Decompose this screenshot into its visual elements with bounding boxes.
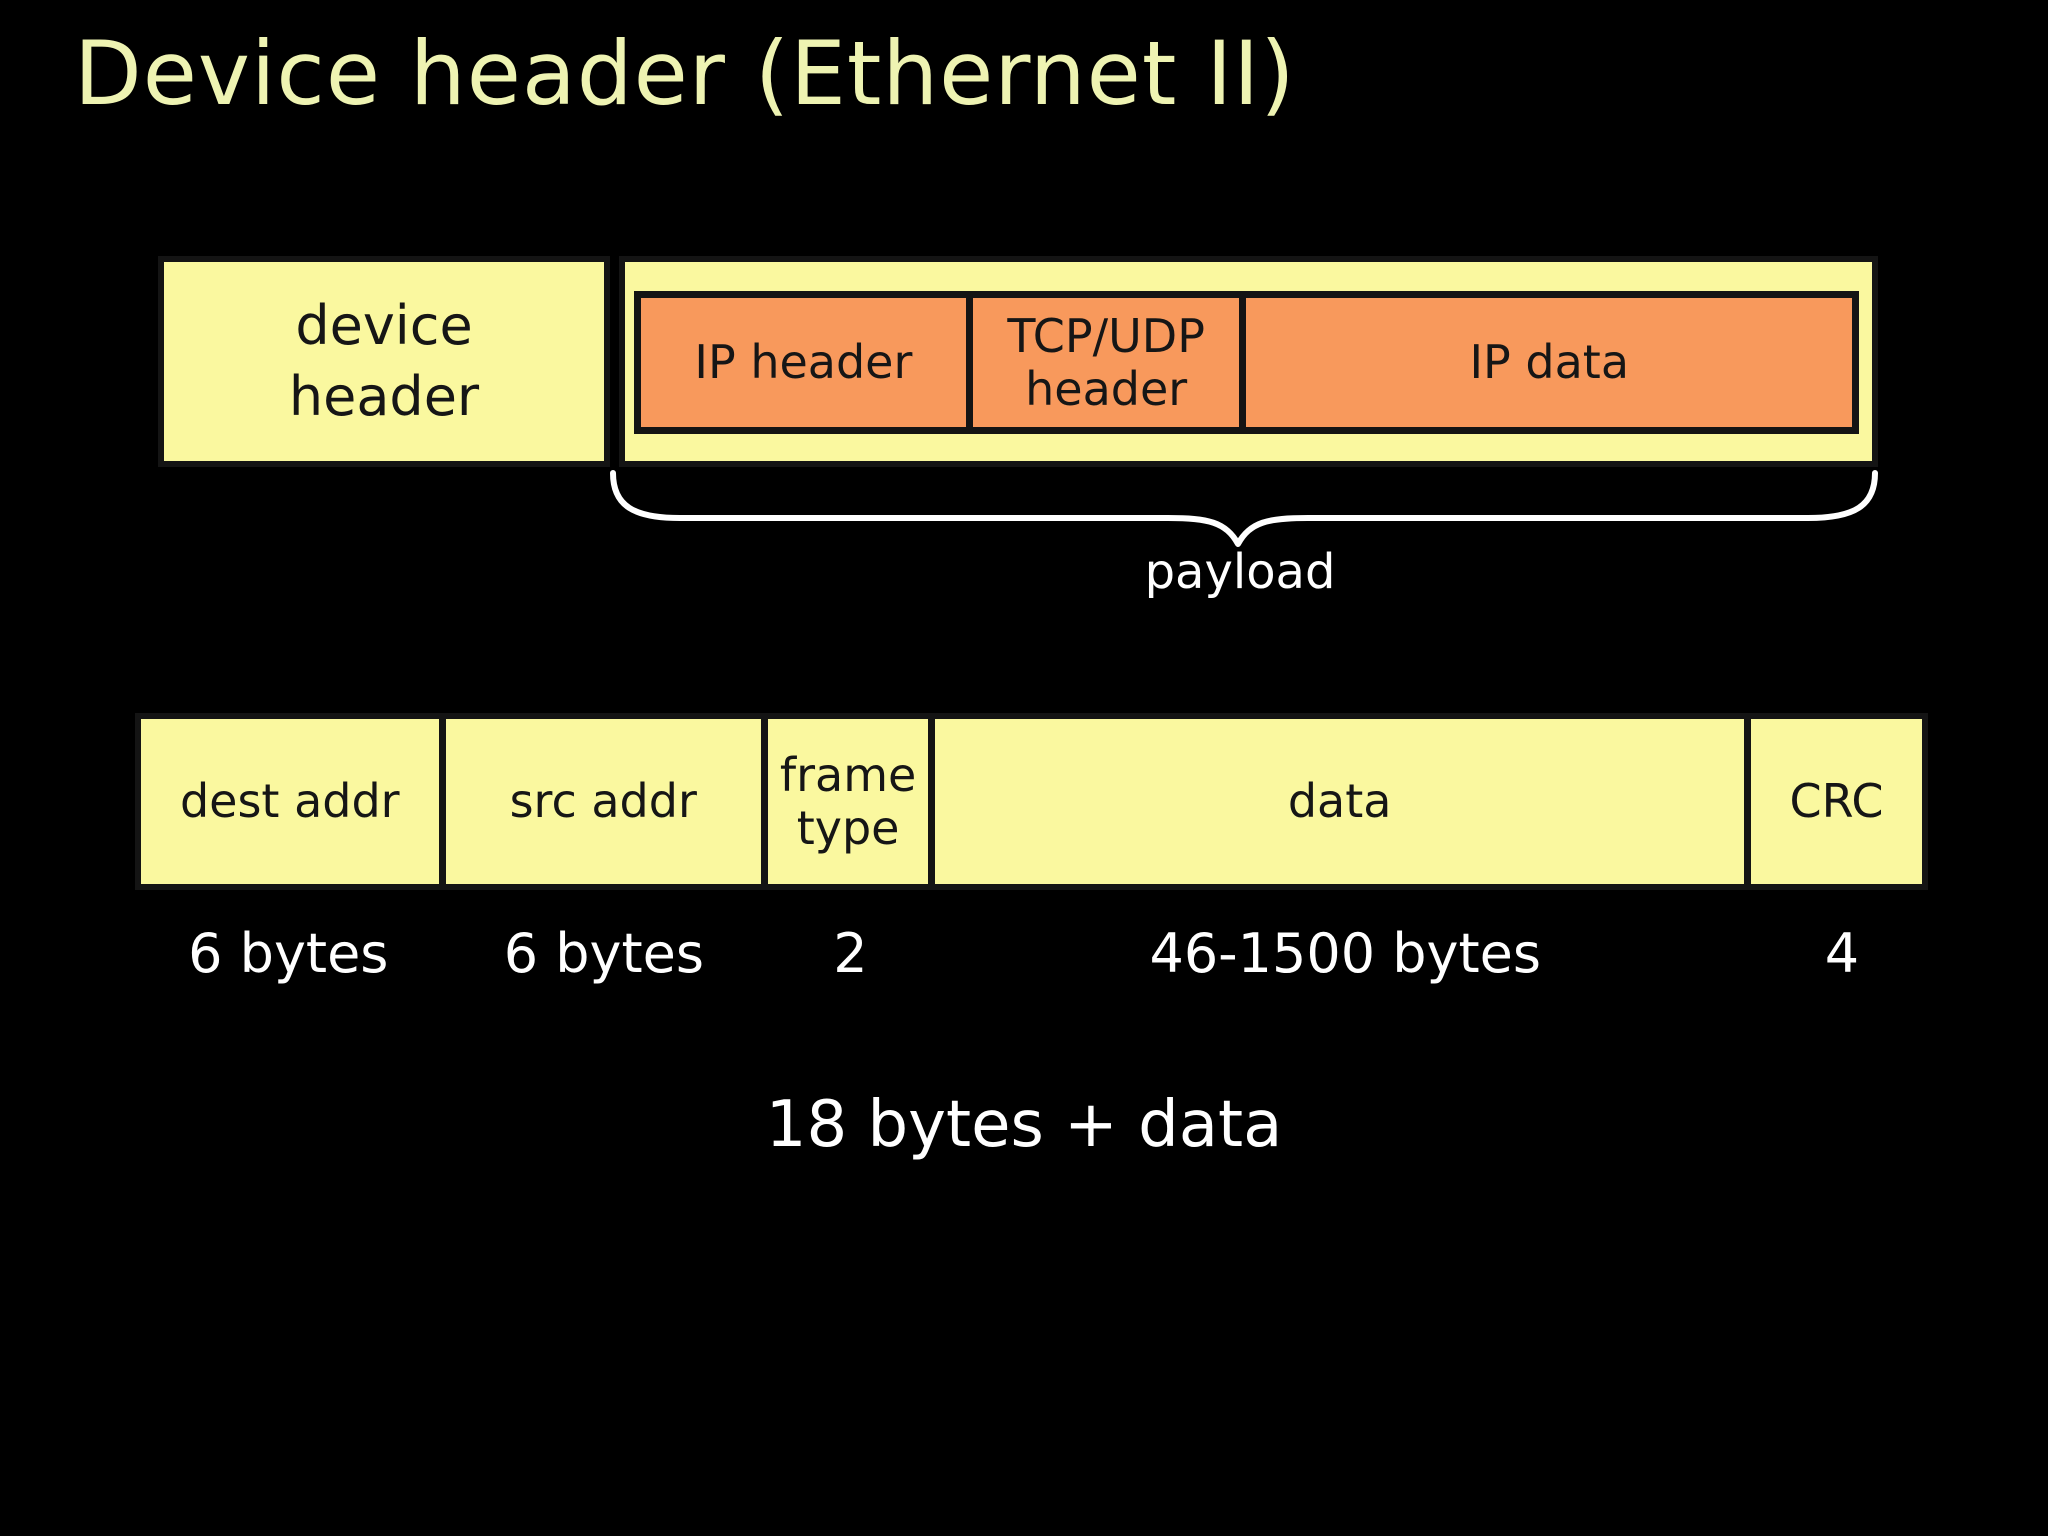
src-addr-size: 6 bytes: [503, 922, 704, 985]
ip-data-label: IP data: [1469, 335, 1630, 390]
total-size-label: 18 bytes + data: [765, 1088, 1283, 1162]
src-addr-label: src addr: [509, 774, 697, 829]
data-cell: data: [935, 719, 1751, 884]
frame-type-cell: frame type: [768, 719, 936, 884]
ip-data-cell: IP data: [1246, 298, 1852, 427]
slide-title: Device header (Ethernet II): [74, 22, 1296, 125]
payload-brace-icon: [610, 470, 1878, 547]
dest-addr-cell: dest addr: [141, 719, 446, 884]
tcp-udp-header-label: TCP/UDP header: [1007, 308, 1205, 416]
frame-type-label: frame type: [779, 747, 917, 855]
data-label: data: [1287, 774, 1392, 829]
device-header-box: device header: [158, 256, 610, 467]
data-size: 46-1500 bytes: [1149, 922, 1542, 985]
crc-cell: CRC: [1751, 719, 1922, 884]
tcp-udp-header-cell: TCP/UDP header: [973, 298, 1247, 427]
field-sizes-row: 6 bytes 6 bytes 2 46-1500 bytes 4: [135, 922, 1928, 985]
src-addr-cell: src addr: [446, 719, 768, 884]
payload-strip: IP header TCP/UDP header IP data: [634, 291, 1859, 434]
ip-header-label: IP header: [694, 335, 913, 390]
payload-box: IP header TCP/UDP header IP data: [619, 256, 1878, 467]
dest-addr-size: 6 bytes: [188, 922, 389, 985]
crc-label: CRC: [1789, 774, 1884, 829]
ethernet-frame-fields-diagram: dest addr src addr frame type data CRC: [135, 713, 1928, 890]
device-header-label: device header: [288, 294, 480, 428]
payload-label: payload: [1144, 544, 1336, 600]
ip-header-cell: IP header: [641, 298, 973, 427]
dest-addr-label: dest addr: [179, 774, 400, 829]
frame-type-size: 2: [833, 922, 868, 985]
crc-size: 4: [1824, 922, 1860, 985]
